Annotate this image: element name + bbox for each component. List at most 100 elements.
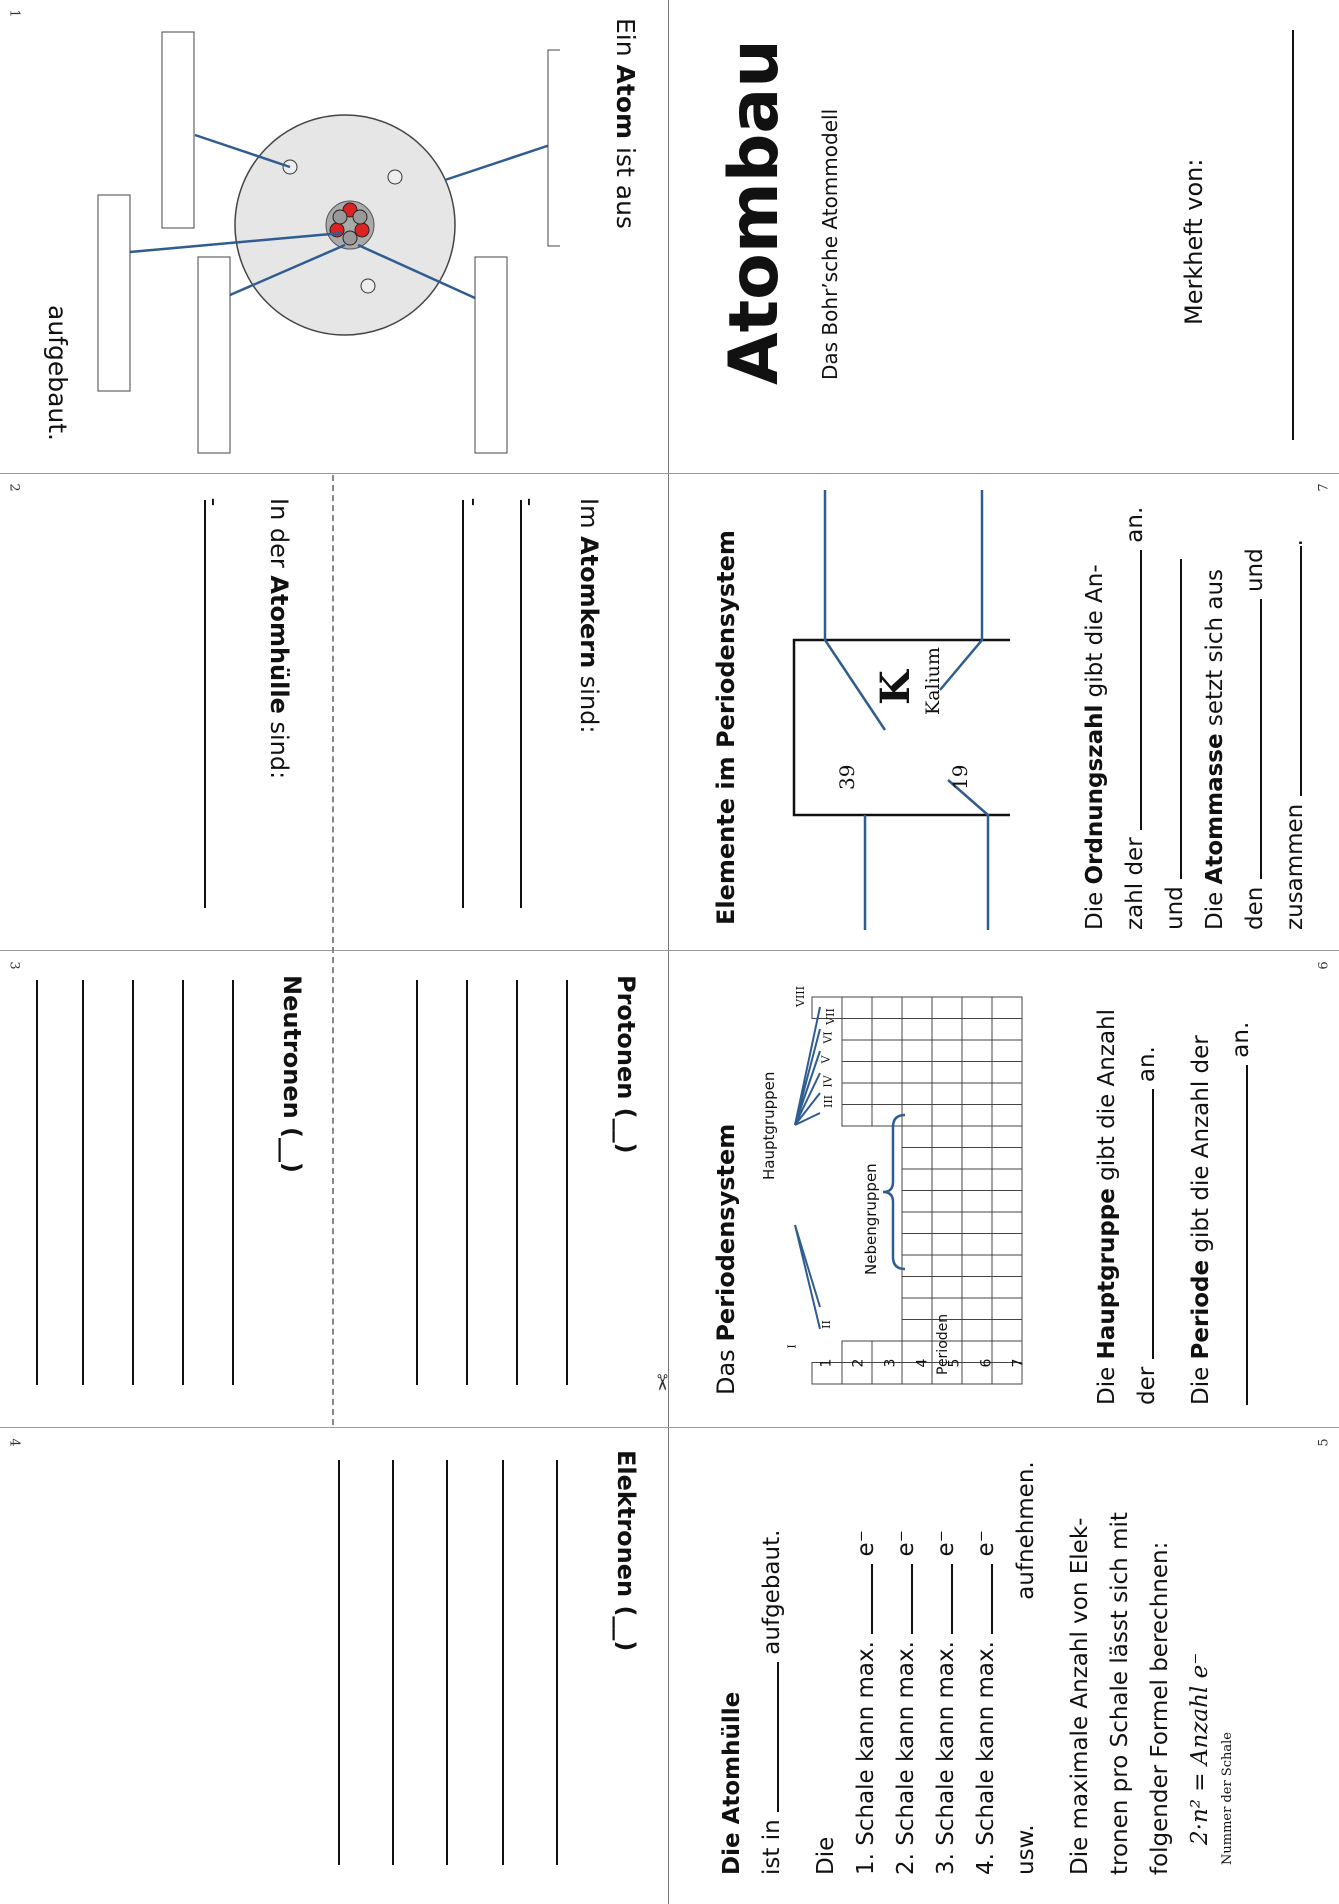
- table-cell: [901, 1211, 933, 1234]
- table-cell: [991, 1147, 1023, 1170]
- table-cell: [961, 1319, 993, 1342]
- hauptgruppe-text: Die Hauptgruppe gibt die Anzahl der an. …: [1094, 1008, 1254, 1405]
- neutron: [342, 230, 358, 246]
- protonen-line: [416, 980, 418, 1385]
- table-cell: [841, 1061, 873, 1084]
- table-cell: [871, 996, 903, 1019]
- elektronen-line: [338, 1460, 340, 1865]
- table-cell: [991, 1168, 1023, 1191]
- label-box: [97, 194, 131, 392]
- table-cell: [961, 1190, 993, 1213]
- table-cell: [991, 1190, 1023, 1213]
- electron: [360, 278, 376, 294]
- neutron: [332, 209, 348, 225]
- page-number-4: 4: [6, 1438, 22, 1447]
- table-cell: [931, 1190, 963, 1213]
- cover-title: Atombau: [715, 39, 794, 385]
- formula-text: Die maximale Anzahl von Elek-: [1067, 1517, 1093, 1875]
- protonen-line: [566, 980, 568, 1385]
- fold-line-1: [0, 473, 1339, 474]
- hauptgruppen-label: Hauptgruppen: [760, 1071, 778, 1180]
- table-cell: [991, 1018, 1023, 1041]
- kern-bullet: -: [460, 497, 489, 507]
- table-cell: [961, 1147, 993, 1170]
- table-cell: [931, 996, 963, 1019]
- table-cell: [931, 1061, 963, 1084]
- table-cell: [931, 1254, 963, 1277]
- formula-text: tronen pro Schale lässt sich mit: [1107, 1512, 1133, 1875]
- neutronen-heading: Neutronen (__): [278, 975, 306, 1173]
- table-cell: [991, 1061, 1023, 1084]
- page-number-3: 3: [6, 961, 22, 970]
- shell-row: 1. Schale kann max. e⁻: [853, 1530, 879, 1875]
- table-cell: [931, 1082, 963, 1105]
- table-cell: [991, 1211, 1023, 1234]
- table-cell: [901, 1018, 933, 1041]
- table-cell: [901, 1147, 933, 1170]
- elektronen-heading: Elektronen (__): [612, 1450, 640, 1652]
- table-cell: [841, 1104, 873, 1127]
- table-cell: [841, 1018, 873, 1041]
- table-cell: [991, 1082, 1023, 1105]
- table-cell: [931, 1211, 963, 1234]
- table-cell: [931, 1147, 963, 1170]
- fold-line-3: [0, 1427, 1339, 1428]
- table-cell: [931, 1018, 963, 1041]
- table-cell: [961, 1104, 993, 1127]
- formula-text: folgender Formel berechnen:: [1147, 1541, 1173, 1875]
- neutronen-line: [182, 980, 184, 1385]
- table-cell: [901, 1276, 933, 1299]
- table-cell: [991, 996, 1023, 1019]
- table-cell: [991, 1254, 1023, 1277]
- table-cell: [901, 1297, 933, 1320]
- proton: [354, 222, 370, 238]
- nebengruppen-brace: [882, 1113, 906, 1271]
- table-cell: [991, 1297, 1023, 1320]
- table-cell: [961, 1168, 993, 1191]
- scissors-icon: ✂: [648, 1373, 674, 1392]
- table-cell: [961, 1082, 993, 1105]
- neutron: [352, 209, 368, 225]
- p5-line2: ist in aufgebaut.: [759, 1529, 785, 1875]
- fold-line-vertical: [668, 0, 669, 1904]
- table-cell: [901, 996, 933, 1019]
- page-number-1: 1: [6, 9, 22, 18]
- table-cell: [961, 1254, 993, 1277]
- table-cell: [961, 996, 993, 1019]
- neutronen-line: [36, 980, 38, 1385]
- label-box: [547, 49, 560, 247]
- fold-line-2: [0, 950, 1339, 951]
- kern-line: [462, 500, 464, 908]
- kern-bullet: -: [516, 497, 545, 507]
- page-number-5: 5: [1316, 1438, 1332, 1447]
- table-cell: [871, 1018, 903, 1041]
- neutronen-line: [232, 980, 234, 1385]
- table-cell: [931, 1276, 963, 1299]
- element-diagram: [792, 490, 1010, 930]
- periodic-table-diagram: [794, 996, 1023, 1385]
- table-cell: [871, 1039, 903, 1062]
- element-name: Kalium: [922, 647, 944, 715]
- table-cell: [991, 1039, 1023, 1062]
- table-cell: [901, 1190, 933, 1213]
- table-cell: [961, 1297, 993, 1320]
- shell-row: 4. Schale kann max. e⁻: [973, 1530, 999, 1875]
- page1-heading: Ein Atom ist aus: [611, 18, 640, 229]
- table-cell: [841, 1039, 873, 1062]
- electron: [387, 169, 403, 185]
- atom-diagram: [97, 31, 560, 454]
- shell-row: 3. Schale kann max. e⁻: [933, 1530, 959, 1875]
- table-cell: [841, 996, 873, 1019]
- ordnungszahl-text: Die Ordnungszahl gibt die An- zahl der a…: [1082, 506, 1308, 930]
- page1-footer: aufgebaut.: [43, 305, 72, 441]
- table-cell: [961, 1125, 993, 1148]
- neutronen-line: [82, 980, 84, 1385]
- table-cell: [961, 1211, 993, 1234]
- neutronen-line: [132, 980, 134, 1385]
- table-cell: [961, 1061, 993, 1084]
- table-cell: [901, 1168, 933, 1191]
- table-cell: [961, 1276, 993, 1299]
- kern-heading: Im Atomkern sind:: [575, 498, 603, 734]
- huelle-heading: In der Atomhülle sind:: [265, 498, 293, 780]
- table-cell: [901, 1039, 933, 1062]
